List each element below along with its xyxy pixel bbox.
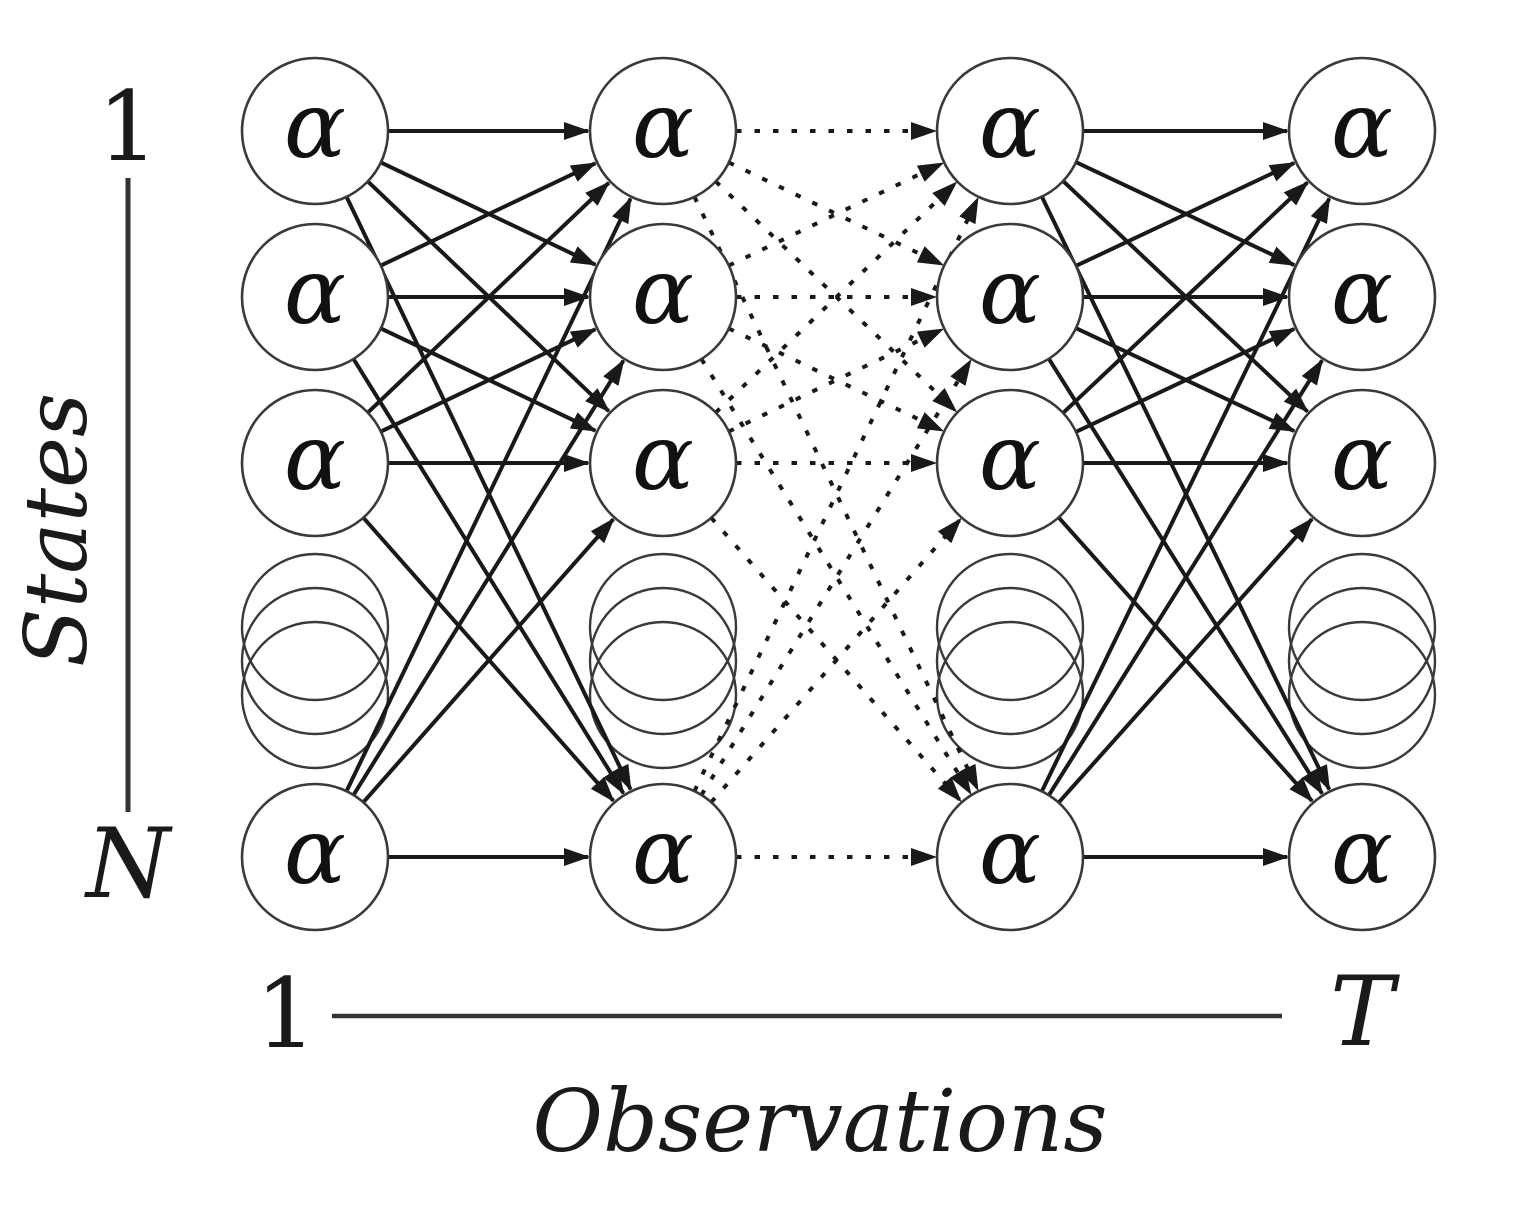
state-node — [935, 222, 1085, 372]
state-node — [240, 782, 390, 932]
state-node — [1287, 388, 1437, 538]
ellipsis-circle — [588, 620, 738, 770]
states-axis-tick-top: 1 — [97, 71, 159, 183]
transition-arrow — [1047, 358, 1324, 797]
alpha-label: α — [632, 798, 694, 905]
alpha-label: α — [979, 72, 1041, 179]
alpha-label: α — [284, 798, 346, 905]
transition-arrow — [1040, 196, 1332, 793]
transition-arrow-dotted — [709, 517, 962, 804]
ellipsis-circle — [1287, 620, 1437, 770]
alpha-label: α — [979, 798, 1041, 905]
states-axis-tick-bottom: N — [86, 808, 170, 920]
alpha-label: α — [1331, 72, 1393, 179]
transition-arrow — [380, 161, 598, 268]
ellipsis-circle — [935, 586, 1085, 736]
transition-arrow — [361, 517, 615, 804]
state-node — [1287, 56, 1437, 206]
alpha-label: α — [632, 72, 694, 179]
ellipsis-circle — [588, 586, 738, 736]
ellipsis-circle — [1287, 552, 1437, 702]
alpha-label: α — [284, 404, 346, 511]
transition-arrow — [1057, 517, 1314, 804]
state-node — [588, 782, 738, 932]
state-node — [240, 388, 390, 538]
observations-axis-tick-right: T — [1329, 956, 1395, 1068]
state-node — [1287, 782, 1437, 932]
alpha-label: α — [1331, 798, 1393, 905]
state-node — [935, 56, 1085, 206]
alpha-label: α — [1331, 238, 1393, 345]
axis-lines-layer — [125, 178, 1282, 1019]
state-node — [240, 222, 390, 372]
transition-arrow-dotted — [727, 326, 945, 433]
edges-layer — [344, 122, 1332, 866]
state-node — [935, 388, 1085, 538]
state-node — [588, 222, 738, 372]
ellipsis-circle — [240, 620, 390, 770]
state-node — [935, 782, 1085, 932]
state-node — [240, 56, 390, 206]
ellipsis-circle — [935, 620, 1085, 770]
state-node — [1287, 222, 1437, 372]
transition-arrow — [1075, 161, 1296, 268]
ellipsis-circle — [1287, 586, 1437, 736]
transition-arrow — [344, 196, 633, 793]
ellipsis-layer — [240, 552, 1437, 770]
transition-arrow — [351, 359, 626, 797]
alpha-label: α — [284, 72, 346, 179]
alpha-label: α — [1331, 404, 1393, 511]
alpha-label: α — [284, 238, 346, 345]
alpha-label: α — [979, 404, 1041, 511]
transition-arrow-dotted — [699, 359, 973, 797]
alpha-label: α — [632, 238, 694, 345]
observations-axis-tick-left: 1 — [255, 958, 317, 1070]
transition-arrow-dotted — [727, 327, 945, 434]
state-node — [588, 56, 738, 206]
states-axis-title: States — [7, 392, 107, 668]
ellipsis-circle — [240, 552, 390, 702]
transition-arrow-dotted — [727, 160, 945, 267]
transition-arrow — [366, 181, 611, 415]
ellipsis-circle — [935, 552, 1085, 702]
ellipsis-circle — [240, 586, 390, 736]
observations-axis-title: Observations — [532, 1072, 1108, 1172]
alpha-label: α — [979, 238, 1041, 345]
alpha-label: α — [632, 404, 694, 511]
transition-arrow-dotted — [699, 357, 973, 795]
transition-arrow — [1061, 181, 1309, 415]
state-node — [588, 388, 738, 538]
transition-arrow-dotted — [727, 161, 945, 268]
ellipsis-circle — [588, 552, 738, 702]
